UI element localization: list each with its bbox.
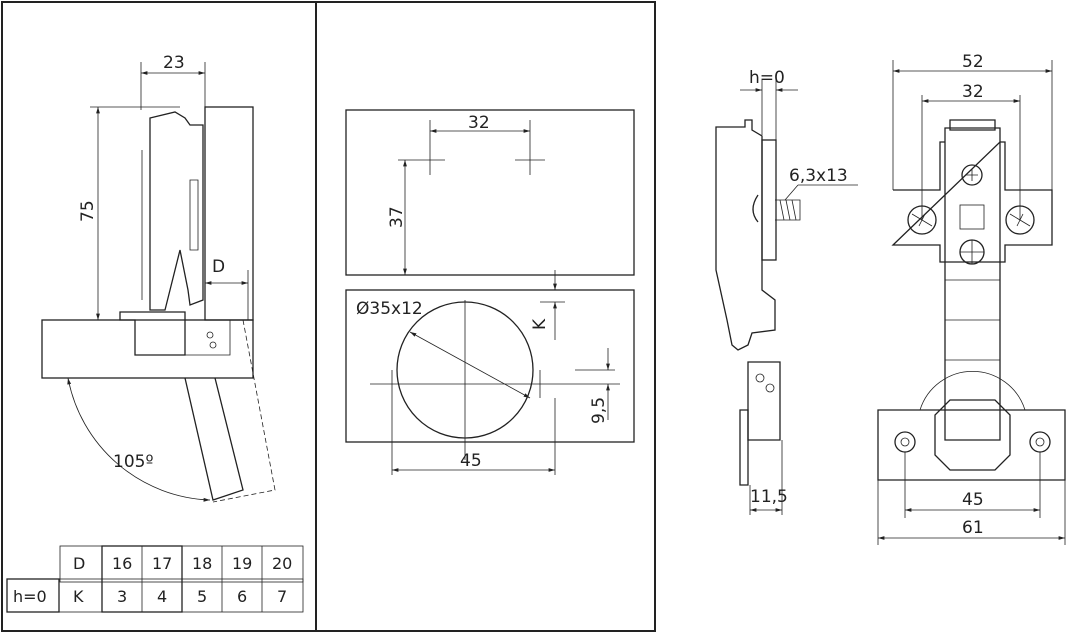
cup-diameter-label: Ø35x12 (356, 299, 423, 319)
table-header-cell: 19 (232, 554, 252, 573)
mounting-plate-panel (345, 109, 635, 276)
door-drilling-panel (345, 289, 635, 443)
hinge-arm-profile (149, 111, 204, 311)
overlay-h-label: h=0 (749, 68, 785, 88)
dim-32-front: 32 (962, 82, 984, 102)
dim-61: 61 (962, 518, 984, 538)
open-door (184, 377, 244, 501)
table-cell: 6 (237, 587, 247, 606)
dim-32-holes: 32 (468, 113, 490, 133)
dim-9-5: 9,5 (589, 397, 609, 424)
hinge-side-view: 6,3x13 11,5 h=0 (715, 68, 858, 515)
table-cell: 5 (197, 587, 207, 606)
table-cell: K (73, 587, 84, 606)
adjust-screw-icon (961, 164, 983, 186)
opening-angle-label: 105º (113, 452, 153, 472)
installed-hinge-view: 105º 23 75 D (41, 53, 276, 503)
dim-75: 75 (78, 200, 98, 222)
hinge-front-view: 52 32 45 61 (877, 52, 1066, 545)
table-cell: 7 (277, 587, 287, 606)
drawing-frame (1, 1, 656, 632)
table-header-cell: 17 (152, 554, 172, 573)
dim-11-5: 11,5 (750, 487, 788, 507)
door-panel (204, 106, 254, 321)
hinge-cup-profile (119, 311, 186, 356)
table-cell: 4 (157, 587, 167, 606)
table-row-label: h=0 (13, 587, 47, 606)
dim-23: 23 (163, 53, 185, 73)
table-header-cell: 18 (192, 554, 212, 573)
cabinet-side-panel (41, 319, 254, 379)
dimension-table: D 16 17 18 19 20 h=0 K 3 4 5 6 7 (6, 545, 304, 613)
dim-45-front: 45 (962, 490, 984, 510)
dim-d: D (212, 257, 225, 277)
dim-37: 37 (387, 206, 407, 228)
dim-k: K (530, 318, 550, 330)
table-header-d: D (73, 554, 85, 573)
table-header-cell: 16 (112, 554, 132, 573)
screw-size-label: 6,3x13 (789, 166, 848, 186)
drilling-pattern-view: 32 37 Ø35x12 K 9,5 45 (345, 109, 635, 475)
dim-52: 52 (962, 52, 984, 72)
table-cell: 3 (117, 587, 127, 606)
dim-45-cups: 45 (460, 451, 482, 471)
table-header-cell: 20 (272, 554, 292, 573)
